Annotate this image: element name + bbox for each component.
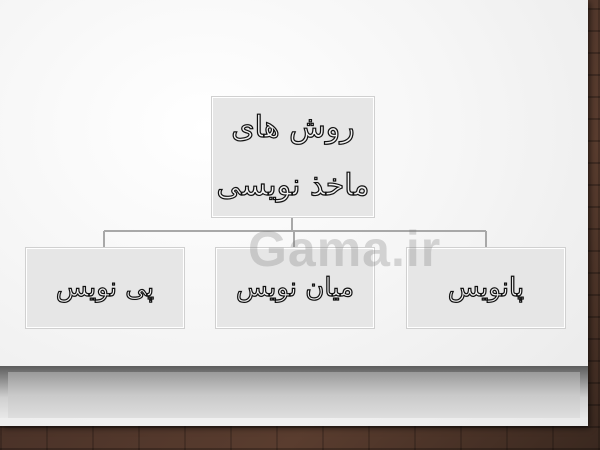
child-node-peinevis: پی نویس bbox=[25, 247, 185, 329]
root-node: روش های ماخذ نویسی bbox=[211, 96, 375, 218]
bottom-band bbox=[0, 366, 588, 418]
tree-connectors bbox=[103, 215, 487, 248]
root-node-line2: ماخذ نویسی bbox=[216, 167, 370, 203]
child-node-mianevis: میان نویس bbox=[215, 247, 375, 329]
child-node-label: پانویس bbox=[447, 272, 525, 303]
watermark-text: Gama.ir bbox=[248, 221, 442, 277]
bottom-band-inner bbox=[8, 372, 580, 418]
slide: روش های ماخذ نویسی پانویس میان نویس پی ن… bbox=[0, 0, 588, 426]
root-node-line1: روش های bbox=[231, 109, 355, 145]
child-node-label: میان نویس bbox=[235, 272, 355, 303]
child-node-panevis: پانویس bbox=[406, 247, 566, 329]
child-node-label: پی نویس bbox=[55, 272, 155, 303]
